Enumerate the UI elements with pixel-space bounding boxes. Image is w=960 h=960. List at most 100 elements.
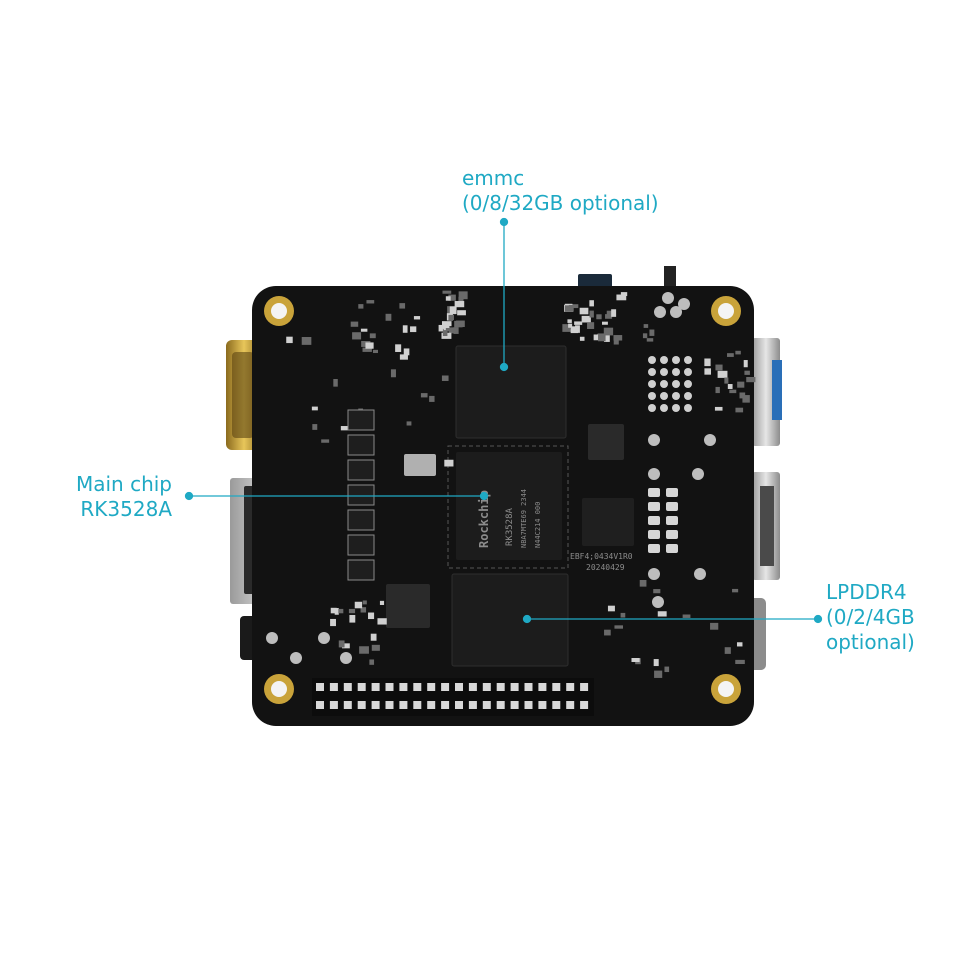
smd-part: [321, 439, 330, 443]
smd-components: [286, 290, 756, 678]
gpio-header: [312, 678, 594, 716]
via-pad: [672, 392, 680, 400]
via-pad: [648, 404, 656, 412]
smd-part: [729, 389, 737, 394]
via-pad: [660, 404, 668, 412]
usb-port-top: [752, 338, 782, 446]
smd-part: [616, 294, 627, 301]
gpio-pin: [329, 683, 338, 691]
via-pad: [684, 356, 692, 364]
pin-pad: [666, 544, 678, 553]
smd-part: [654, 670, 663, 678]
gpio-pin: [385, 701, 394, 709]
smd-part: [338, 640, 345, 648]
smd-part: [646, 338, 654, 342]
test-pad: [648, 468, 660, 480]
smd-part: [399, 303, 406, 309]
via-pad: [648, 380, 656, 388]
smd-part: [570, 326, 579, 334]
inductor: [347, 409, 375, 431]
smd-part: [735, 350, 741, 355]
smd-part: [596, 314, 602, 320]
via-pad: [672, 356, 680, 364]
smd-part: [348, 608, 356, 614]
smd-part: [579, 336, 585, 341]
gpio-pin: [413, 683, 422, 691]
pin-pad: [648, 516, 660, 525]
smd-part: [570, 304, 579, 309]
smd-part: [743, 360, 748, 368]
gpio-pin: [468, 683, 477, 691]
gpio-pin: [538, 701, 547, 709]
via-pad: [648, 392, 656, 400]
pin-pad: [648, 530, 660, 539]
gpio-pin: [524, 701, 533, 709]
smd-part: [286, 336, 293, 344]
gpio-pin: [357, 683, 366, 691]
smd-part: [441, 375, 449, 381]
smd-part: [395, 344, 402, 352]
gpio-pin: [399, 701, 408, 709]
smd-part: [598, 333, 606, 342]
gpio-pin: [316, 683, 324, 691]
smd-part: [603, 327, 614, 336]
smd-part: [574, 321, 583, 325]
test-pad: [662, 292, 674, 304]
gpio-pin: [538, 683, 547, 691]
gpio-pin: [343, 683, 352, 691]
smd-part: [444, 459, 454, 467]
gpio-pin: [329, 701, 338, 709]
chip-line2: NBA7MTE69 2344: [520, 489, 528, 548]
smd-part: [589, 300, 594, 307]
smd-part: [607, 605, 615, 612]
smd-part: [410, 326, 417, 333]
smd-part: [368, 612, 375, 620]
main-chip-callout: Main chip RK3528A: [60, 472, 172, 522]
smd-part: [453, 327, 459, 334]
smd-part: [369, 659, 375, 665]
smd-part: [587, 322, 595, 329]
smd-part: [354, 601, 363, 609]
smd-part: [715, 386, 720, 394]
smd-part: [448, 294, 456, 301]
smd-part: [372, 349, 378, 354]
gpio-pin: [371, 701, 380, 709]
pin-pad: [666, 488, 678, 497]
main-chip: [456, 452, 562, 560]
via-pad: [660, 356, 668, 364]
via-pad: [684, 380, 692, 388]
pin-pad: [648, 502, 660, 511]
test-pad: [318, 632, 330, 644]
smd-part: [358, 304, 364, 309]
test-pad: [290, 652, 302, 664]
smd-part: [602, 321, 608, 325]
smd-part: [301, 337, 312, 345]
smd-part: [710, 622, 719, 630]
test-pad: [340, 652, 352, 664]
lpddr4-chip: [451, 573, 569, 667]
smd-part: [682, 614, 691, 618]
gpio-pin: [427, 683, 436, 691]
chip-brand: Rockchip: [477, 490, 491, 548]
pin-pad: [666, 516, 678, 525]
smd-part: [402, 325, 408, 333]
inductor: [347, 434, 375, 456]
audio-codec-chip: [386, 584, 430, 628]
lpddr4-label-line3: optional): [826, 630, 915, 654]
smd-part: [704, 358, 711, 367]
test-pad: [694, 568, 706, 580]
smd-part: [736, 642, 743, 647]
small-ic-right: [582, 498, 634, 546]
smd-part: [568, 323, 573, 328]
smd-part: [589, 310, 594, 318]
smd-part: [568, 304, 574, 309]
via-pad: [684, 368, 692, 376]
main-chip-outline: [447, 445, 569, 569]
test-pad: [654, 306, 666, 318]
gpio-pin: [427, 701, 436, 709]
smd-part: [330, 618, 336, 627]
smd-part: [362, 347, 372, 352]
smd-part: [704, 368, 712, 375]
crystal: [404, 454, 436, 476]
gpio-pin: [468, 701, 477, 709]
